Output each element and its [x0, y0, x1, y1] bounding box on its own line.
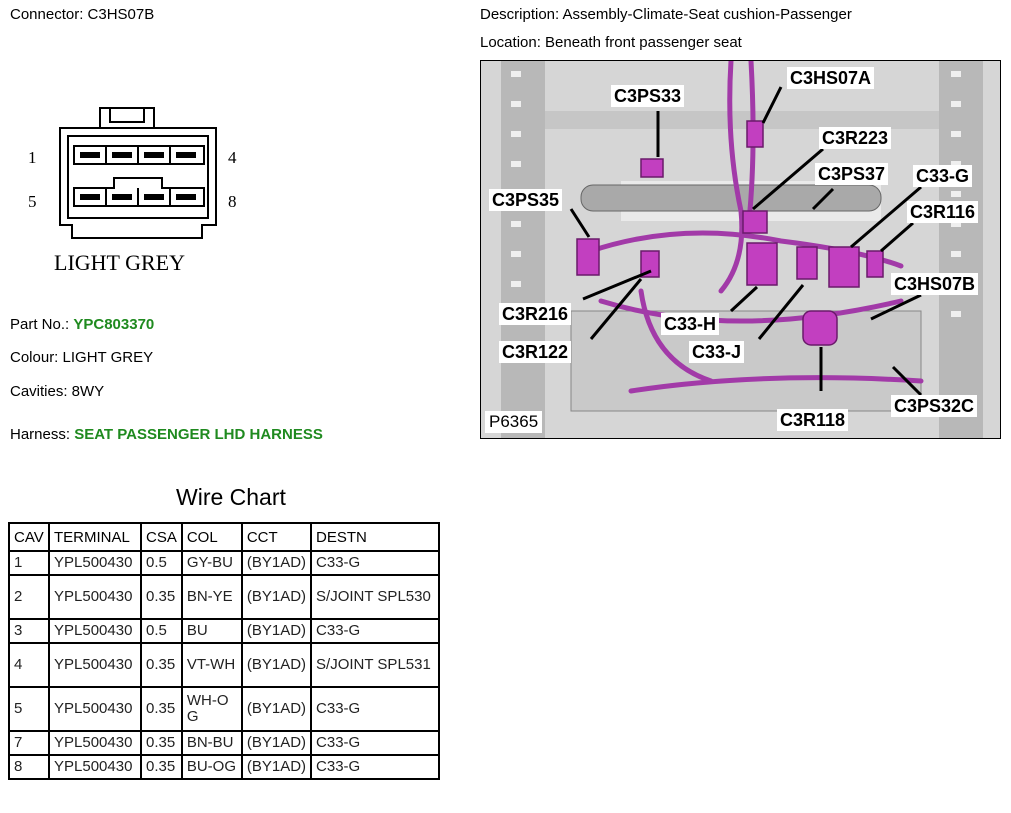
- cell-destn: C33-G: [310, 550, 441, 576]
- callout-c3ps32c: C3PS32C: [891, 395, 978, 417]
- cell-terminal: YPL500430: [48, 550, 142, 576]
- table-row: 4 YPL500430 0.35 VT-WH (BY1AD) S/JOINT S…: [8, 642, 441, 688]
- callout-c3hs07b: C3HS07B: [891, 273, 979, 295]
- cell-cct: (BY1AD): [240, 618, 313, 644]
- table-row: 3 YPL500430 0.5 BU (BY1AD) C33-G: [8, 618, 441, 644]
- cavities-line: Cavities: 8WY: [10, 383, 105, 400]
- location-photo: C3PS33 C3HS07A C3R223 C3PS37 C33-G C3PS3…: [480, 60, 1001, 439]
- cell-csa: 0.35: [140, 686, 183, 732]
- callout-c3ps33: C3PS33: [611, 85, 685, 107]
- connector-label: Connector: C3HS07B: [10, 6, 155, 23]
- wire-chart-table: CAV TERMINAL CSA COL CCT DESTN 1 YPL5004…: [8, 522, 441, 780]
- location-label: Location: Beneath front passenger seat: [480, 34, 742, 51]
- cell-cct: (BY1AD): [240, 550, 313, 576]
- callout-c3ps37: C3PS37: [815, 163, 889, 185]
- cell-cct: (BY1AD): [240, 574, 313, 620]
- cell-terminal: YPL500430: [48, 754, 142, 780]
- callout-c3r216: C3R216: [499, 303, 572, 325]
- cell-terminal: YPL500430: [48, 574, 142, 620]
- cell-destn: C33-G: [310, 686, 441, 732]
- cell-terminal: YPL500430: [48, 642, 142, 688]
- callout-c3r223: C3R223: [819, 127, 892, 149]
- cell-col: WH-OG: [180, 686, 243, 732]
- cell-csa: 0.5: [140, 618, 183, 644]
- cell-destn: S/JOINT SPL531: [310, 642, 441, 688]
- pin-4-label: 4: [228, 148, 237, 167]
- callout-c3r122: C3R122: [499, 341, 572, 363]
- table-row: 5 YPL500430 0.35 WH-OG (BY1AD) C33-G: [8, 686, 441, 732]
- colour-line: Colour: LIGHT GREY: [10, 349, 154, 366]
- cell-csa: 0.5: [140, 550, 183, 576]
- cell-cav: 2: [8, 574, 50, 620]
- cell-cct: (BY1AD): [240, 730, 313, 756]
- pin-8-label: 8: [228, 192, 237, 211]
- cell-cct: (BY1AD): [240, 754, 313, 780]
- connector-colour-text: LIGHT GREY: [54, 250, 185, 275]
- cell-csa: 0.35: [140, 642, 183, 688]
- part-number-line: Part No.: YPC803370: [10, 316, 154, 333]
- cell-cct: (BY1AD): [240, 642, 313, 688]
- cell-terminal: YPL500430: [48, 618, 142, 644]
- header-csa: CSA: [140, 522, 183, 552]
- callout-c3r116: C3R116: [907, 201, 979, 223]
- header-col: COL: [180, 522, 243, 552]
- cell-col: BU-OG: [180, 754, 243, 780]
- header-cct: CCT: [240, 522, 313, 552]
- wire-chart-title: Wire Chart: [176, 484, 286, 510]
- cell-csa: 0.35: [140, 574, 183, 620]
- pin-5-label: 5: [28, 192, 37, 211]
- connector-face-diagram: 1 4 5 8 LIGHT GREY: [28, 107, 237, 275]
- cell-terminal: YPL500430: [48, 686, 142, 732]
- description-label: Description: Assembly-Climate-Seat cushi…: [480, 6, 852, 23]
- cell-col: BN-YE: [180, 574, 243, 620]
- table-row: 8 YPL500430 0.35 BU-OG (BY1AD) C33-G: [8, 754, 441, 780]
- table-row: 2 YPL500430 0.35 BN-YE (BY1AD) S/JOINT S…: [8, 574, 441, 620]
- cell-cav: 8: [8, 754, 50, 780]
- cell-col: BN-BU: [180, 730, 243, 756]
- cell-destn: C33-G: [310, 618, 441, 644]
- callout-c3ps35: C3PS35: [489, 189, 563, 211]
- cell-terminal: YPL500430: [48, 730, 142, 756]
- cell-destn: S/JOINT SPL530: [310, 574, 441, 620]
- cell-cav: 5: [8, 686, 50, 732]
- cell-cct: (BY1AD): [240, 686, 313, 732]
- harness-prefix: Harness:: [10, 426, 75, 443]
- cell-csa: 0.35: [140, 754, 183, 780]
- table-row: 1 YPL500430 0.5 GY-BU (BY1AD) C33-G: [8, 550, 441, 576]
- pin-1-label: 1: [28, 148, 37, 167]
- cell-csa: 0.35: [140, 730, 183, 756]
- callout-c33-g: C33-G: [913, 165, 973, 187]
- wire-chart-header-row: CAV TERMINAL CSA COL CCT DESTN: [8, 522, 441, 552]
- harness-line: Harness: SEAT PASSENGER LHD HARNESS: [10, 426, 323, 443]
- cell-destn: C33-G: [310, 730, 441, 756]
- callout-c3hs07a: C3HS07A: [787, 67, 875, 89]
- cell-col: GY-BU: [180, 550, 243, 576]
- callout-c33-h: C33-H: [661, 313, 720, 335]
- part-number-prefix: Part No.:: [10, 316, 74, 333]
- callout-c3r118: C3R118: [777, 409, 849, 431]
- harness-value[interactable]: SEAT PASSENGER LHD HARNESS: [74, 426, 323, 443]
- cell-cav: 3: [8, 618, 50, 644]
- header-cav: CAV: [8, 522, 50, 552]
- cell-col: VT-WH: [180, 642, 243, 688]
- cell-cav: 1: [8, 550, 50, 576]
- photo-code: P6365: [485, 411, 543, 433]
- part-number-value[interactable]: YPC803370: [73, 316, 155, 333]
- seat-harness-illustration: [481, 61, 1000, 438]
- cell-col: BU: [180, 618, 243, 644]
- cell-cav: 7: [8, 730, 50, 756]
- header-destn: DESTN: [310, 522, 441, 552]
- cell-cav: 4: [8, 642, 50, 688]
- table-row: 7 YPL500430 0.35 BN-BU (BY1AD) C33-G: [8, 730, 441, 756]
- cell-destn: C33-G: [310, 754, 441, 780]
- header-terminal: TERMINAL: [48, 522, 142, 552]
- callout-c33-j: C33-J: [689, 341, 745, 363]
